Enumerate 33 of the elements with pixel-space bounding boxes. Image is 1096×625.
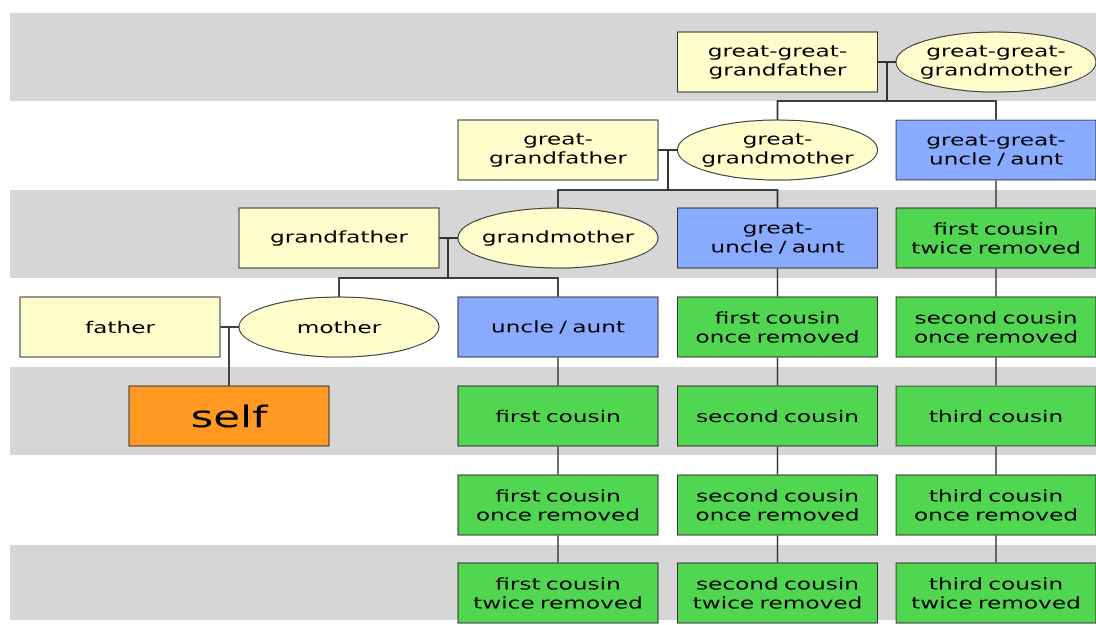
person-box: father xyxy=(19,296,221,358)
connector-line xyxy=(776,534,779,564)
cousin-box: first cousin once removed xyxy=(457,474,659,536)
self-box: self xyxy=(128,385,330,447)
connector-line xyxy=(228,326,240,387)
person-box: grandfather xyxy=(238,207,440,269)
cousin-box: second cousin once removed xyxy=(895,296,1096,358)
cousin-box: third cousin xyxy=(895,385,1096,447)
relative-box: uncle / aunt xyxy=(457,296,659,358)
connector-line xyxy=(995,179,997,209)
cousin-box: third cousin once removed xyxy=(895,474,1096,536)
person-box: great-great-grandfather xyxy=(677,31,878,93)
cousin-box: second cousin xyxy=(677,385,878,447)
cousin-box: first cousin once removed xyxy=(677,296,878,358)
cousin-box: third cousin twice removed xyxy=(895,562,1096,624)
cousin-box: first cousin twice removed xyxy=(457,562,659,624)
cousin-box: second cousin once removed xyxy=(677,474,878,536)
connector-line xyxy=(995,267,997,298)
connector-line xyxy=(557,356,559,387)
connector-line xyxy=(557,445,559,476)
cousin-box: first cousin xyxy=(457,385,659,447)
connector-line xyxy=(776,356,779,387)
cousin-box: second cousin twice removed xyxy=(677,562,878,624)
person-box: great-grandfather xyxy=(457,119,659,181)
connector-line xyxy=(995,534,997,564)
connector-line xyxy=(995,356,997,387)
connector-line xyxy=(776,267,779,298)
relative-box: great-great-uncle / aunt xyxy=(895,119,1096,181)
relative-box: great-uncle / aunt xyxy=(677,207,878,269)
connector-line xyxy=(557,534,559,564)
connector-line xyxy=(995,445,997,476)
connector-line xyxy=(776,445,779,476)
cousin-box: first cousin twice removed xyxy=(895,207,1096,269)
